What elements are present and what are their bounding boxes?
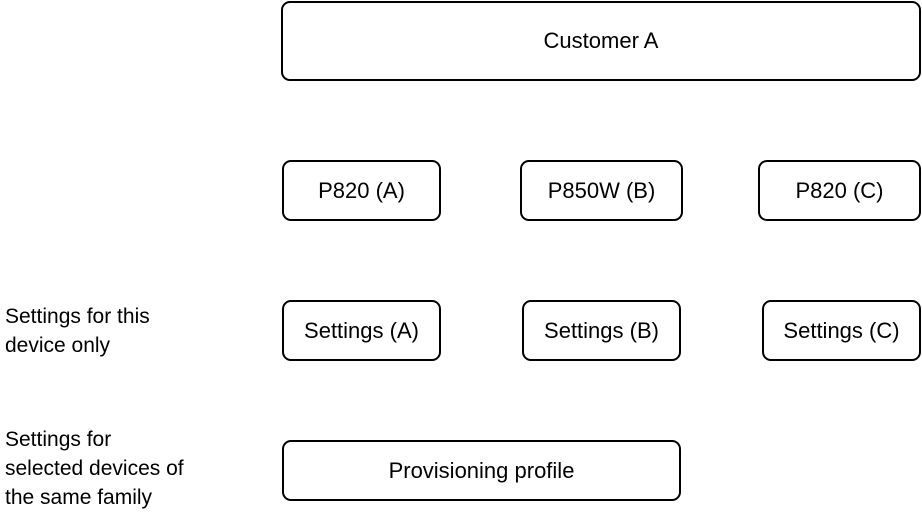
settings-node-a: Settings (A) (282, 300, 441, 361)
provisioning-profile-node: Provisioning profile (282, 440, 681, 501)
device-node-c: P820 (C) (758, 160, 921, 221)
row-label-device-only: Settings for this device only (5, 302, 150, 360)
settings-node-c: Settings (C) (762, 300, 921, 361)
settings-label-a: Settings (A) (304, 317, 419, 343)
device-node-a: P820 (A) (282, 160, 441, 221)
settings-label-b: Settings (B) (544, 317, 659, 343)
row-label-device-only-line-2: device only (5, 334, 111, 357)
row-label-family-line-2: selected devices of (5, 457, 184, 480)
customer-label: Customer A (543, 28, 659, 53)
device-label-a: P820 (A) (318, 177, 405, 203)
row-label-device-only-line-1: Settings for this (5, 305, 150, 328)
row-label-family-line-1: Settings for (5, 428, 112, 451)
device-label-b: P850W (B) (547, 177, 656, 203)
row-label-family-line-3: the same family (5, 486, 153, 509)
device-node-b: P850W (B) (520, 160, 683, 221)
provisioning-profile-label: Provisioning profile (388, 457, 575, 483)
device-label-c: P820 (C) (795, 177, 884, 203)
settings-node-b: Settings (B) (522, 300, 681, 361)
customer-node: Customer A (281, 1, 921, 81)
settings-label-c: Settings (C) (783, 317, 900, 343)
row-label-family: Settings for selected devices of the sam… (5, 425, 184, 512)
